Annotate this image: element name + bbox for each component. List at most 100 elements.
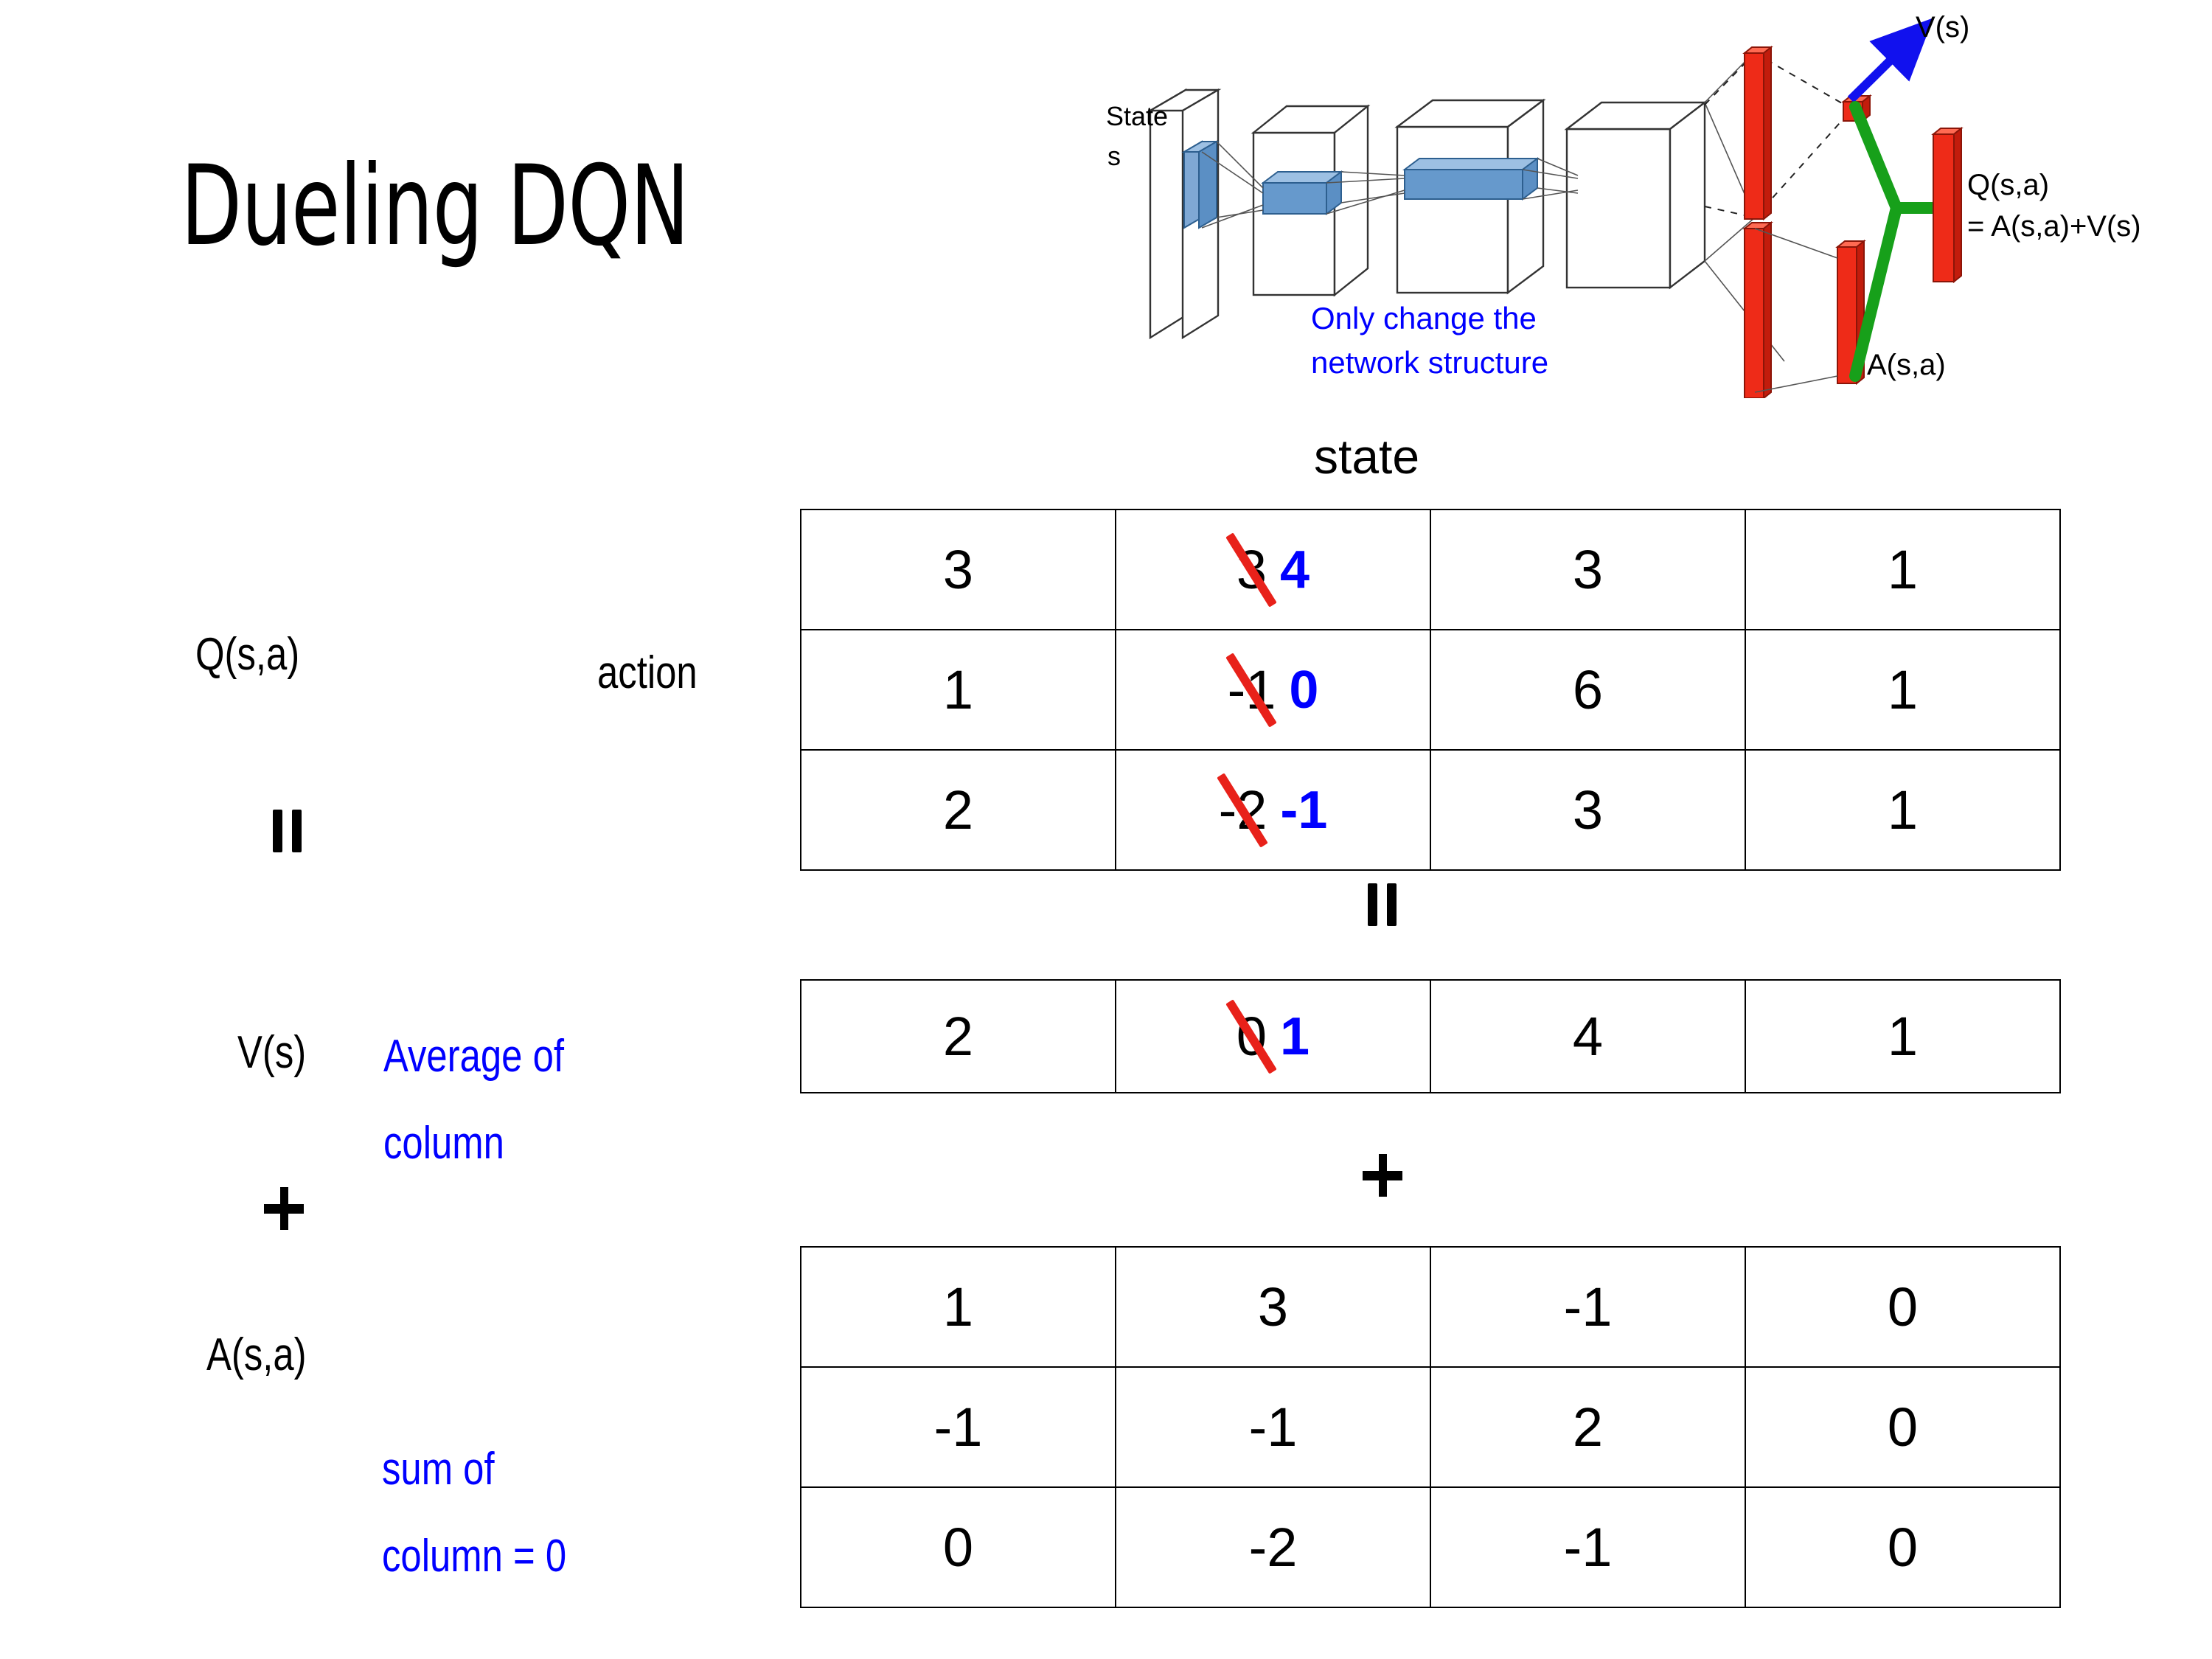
plus-symbol-mid: [1363, 1154, 1402, 1197]
table-cell[interactable]: -1: [1115, 1366, 1431, 1488]
cell-value: -1: [1248, 1397, 1298, 1458]
cell-value: 3: [1572, 539, 1604, 600]
cell-content: 6: [1431, 630, 1745, 749]
table-cell[interactable]: 1: [1745, 979, 2061, 1093]
cell-value: 1: [942, 659, 974, 720]
cell-value: 1: [1887, 539, 1919, 600]
new-value: 4: [1280, 540, 1310, 599]
old-value-struck: 0: [1225, 998, 1278, 1074]
cell-content: 0: [1746, 1368, 2059, 1486]
cell-value: 1: [1887, 779, 1919, 841]
old-value-struck: -1: [1225, 652, 1278, 728]
action-axis-label: action: [597, 647, 698, 698]
old-value-struck: 3: [1225, 532, 1278, 608]
table-cell[interactable]: 2: [800, 749, 1116, 871]
strikethrough-icon: [1225, 532, 1278, 608]
cell-content: 2: [801, 751, 1115, 869]
table-cell[interactable]: 1: [1745, 509, 2061, 630]
cell-content: 1: [1746, 981, 2059, 1092]
equals-symbol-mid: [1368, 883, 1402, 926]
diagram-state-label-line2: s: [1107, 141, 1121, 171]
cell-value: 0: [1887, 1517, 1919, 1578]
table-cell[interactable]: 0: [1745, 1246, 2061, 1368]
table-cell[interactable]: 2: [800, 979, 1116, 1093]
cell-content: -2: [1116, 1488, 1430, 1607]
cell-content: 3: [1431, 751, 1745, 869]
conv-layer-3-shape: [1564, 100, 1708, 290]
table-cell[interactable]: 3: [1115, 1246, 1431, 1368]
cell-content: 1: [1746, 510, 2059, 629]
dueling-network-diagram: State s V(s) A(s,a) Q(s,a) = A(s,a)+V(s)…: [1106, 7, 2205, 398]
cell-content: 1: [801, 630, 1115, 749]
value-stream-lines: [1704, 52, 1853, 218]
table-cell[interactable]: 4: [1430, 979, 1746, 1093]
cell-content: 0: [801, 1488, 1115, 1607]
v-note-line2: column: [383, 1118, 504, 1169]
cell-content: -2-1: [1116, 751, 1430, 869]
cell-value: 1: [1887, 659, 1919, 720]
table-cell[interactable]: 3: [1430, 749, 1746, 871]
cell-content: 2: [801, 981, 1115, 1092]
table-cell[interactable]: -1: [1430, 1246, 1746, 1368]
diagram-state-label-line1: State: [1106, 101, 1168, 131]
cell-value: -1: [933, 1397, 983, 1458]
cell-content: 3: [1431, 510, 1745, 629]
table-cell[interactable]: 2: [1430, 1366, 1746, 1488]
cell-value: 0: [1887, 1276, 1919, 1338]
a-note-line1: sum of: [382, 1444, 495, 1495]
input-patch-shape: [1181, 140, 1220, 229]
table-cell[interactable]: 1: [800, 629, 1116, 751]
table-cell[interactable]: 1: [1745, 749, 2061, 871]
table-cell[interactable]: -1: [1430, 1486, 1746, 1608]
table-cell[interactable]: -2: [1115, 1486, 1431, 1608]
table-cell[interactable]: 6: [1430, 629, 1746, 751]
plus-symbol-left: [264, 1187, 304, 1230]
cell-value: 0: [942, 1517, 974, 1578]
cell-value: 6: [1572, 659, 1604, 720]
cell-content: -1: [801, 1368, 1115, 1486]
strikethrough-icon: [1225, 652, 1278, 728]
table-cell[interactable]: 3: [1430, 509, 1746, 630]
cell-content: 2: [1431, 1368, 1745, 1486]
cell-value: 3: [1257, 1276, 1289, 1338]
table-row: 1 3 -1 0: [800, 1246, 2061, 1368]
diagram-q-label-line2: = A(s,a)+V(s): [1967, 210, 2141, 243]
cell-content: 1: [1746, 751, 2059, 869]
table-cell[interactable]: 0: [1745, 1366, 2061, 1488]
table-row: -1 -1 2 0: [800, 1366, 2061, 1488]
table-cell[interactable]: -1: [800, 1366, 1116, 1488]
table-cell[interactable]: 3: [800, 509, 1116, 630]
cell-value: 3: [942, 539, 974, 600]
table-cell[interactable]: 0: [1745, 1486, 2061, 1608]
strikethrough-icon: [1225, 998, 1278, 1074]
cell-content: 1: [1746, 630, 2059, 749]
table-cell[interactable]: 1: [1745, 629, 2061, 751]
new-value: -1: [1280, 780, 1328, 840]
q-output-bar-shape: [1931, 126, 1964, 284]
table-cell[interactable]: -2-1: [1115, 749, 1431, 871]
merge-lines-shape: [1849, 101, 1949, 382]
conv-filter-2-shape: [1402, 157, 1540, 201]
table-cell[interactable]: 0: [800, 1486, 1116, 1608]
cell-value: 4: [1572, 1006, 1604, 1067]
value-arrow-shape: [1847, 18, 1934, 103]
conv-filter-1-shape: [1261, 170, 1343, 215]
new-value: 0: [1289, 660, 1319, 720]
v-function-label: V(s): [237, 1027, 307, 1078]
table-cell[interactable]: 1: [800, 1246, 1116, 1368]
cell-value: 2: [1572, 1397, 1604, 1458]
